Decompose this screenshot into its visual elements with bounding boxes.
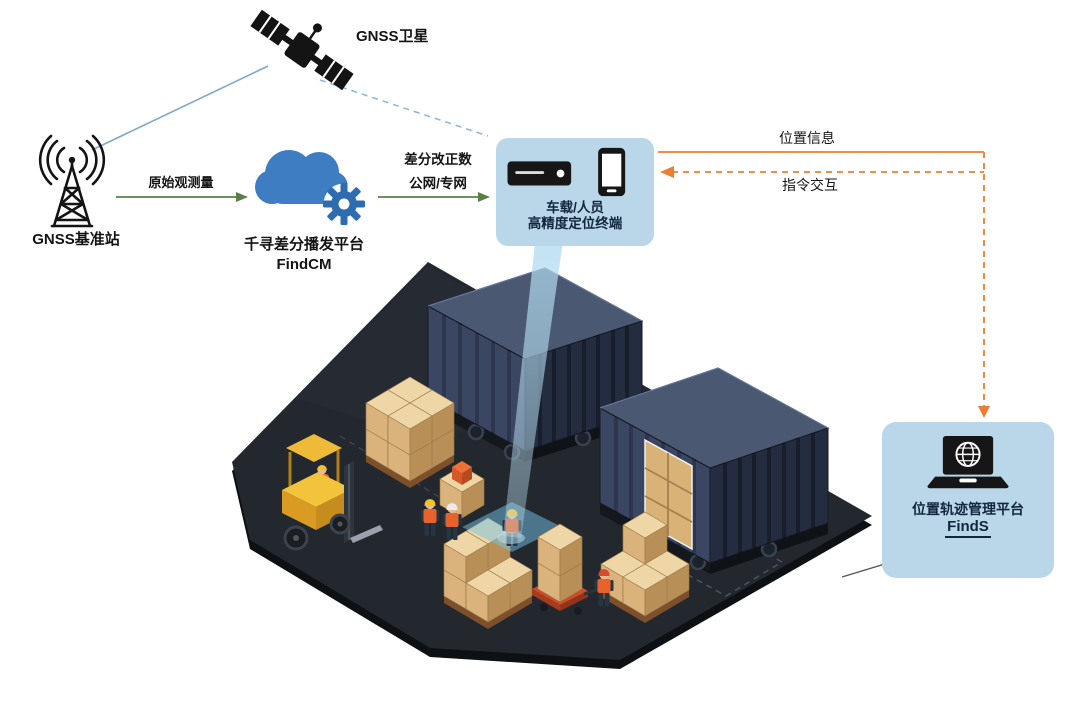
command-flow	[660, 166, 984, 178]
terminal-node: 车载/人员 高精度定位终端	[496, 138, 654, 246]
forklift-icon	[282, 434, 383, 551]
signal-tower-icon	[38, 134, 106, 228]
warehouse-scene	[232, 262, 872, 669]
cloud-platform-title: 千寻差分播发平台	[243, 236, 364, 253]
location-info-flow	[658, 151, 990, 418]
pallet-stack-d	[600, 511, 690, 623]
pallet-jack	[532, 523, 603, 615]
correction-label-line1: 差分改正数	[404, 152, 472, 167]
cloud-platform-subtitle: FindCM	[276, 256, 332, 273]
receiver-icon	[507, 161, 572, 186]
laptop-globe-icon	[927, 436, 1009, 489]
positioning-beam	[497, 234, 564, 544]
platform-subtitle: FindS	[945, 518, 991, 538]
connectors	[91, 65, 990, 578]
smartphone-icon	[598, 147, 626, 197]
single-box	[439, 461, 485, 519]
command-exchange-label: 指令交互	[782, 177, 838, 193]
globe-icon	[955, 441, 981, 467]
satellite-to-terminal-line	[319, 79, 489, 137]
correction-label-line2: 公网/专网	[409, 176, 467, 191]
satellite-icon	[250, 9, 354, 91]
cloud-gear-icon	[255, 150, 365, 225]
location-info-label: 位置信息	[779, 130, 835, 146]
raw-observation-label: 原始观测量	[148, 175, 214, 190]
cloud-shape	[255, 150, 348, 204]
terminal-label-line1: 车载/人员	[546, 200, 604, 215]
platform-node: 位置轨迹管理平台 FindS	[882, 422, 1054, 578]
platform-title: 位置轨迹管理平台	[912, 501, 1024, 517]
satellite-to-station-line	[91, 65, 269, 151]
receiver-and-phone-icon	[507, 147, 626, 197]
terminal-label-line2: 高精度定位终端	[527, 216, 623, 231]
raw-observation-arrow	[116, 192, 248, 202]
satellite-label: GNSS卫星	[356, 28, 429, 45]
gear-icon	[323, 183, 365, 225]
correction-arrow	[378, 192, 490, 202]
base-station-label: GNSS基准站	[32, 231, 120, 248]
pallet-stack-c	[443, 517, 533, 629]
pallet-stack-a	[365, 376, 455, 488]
